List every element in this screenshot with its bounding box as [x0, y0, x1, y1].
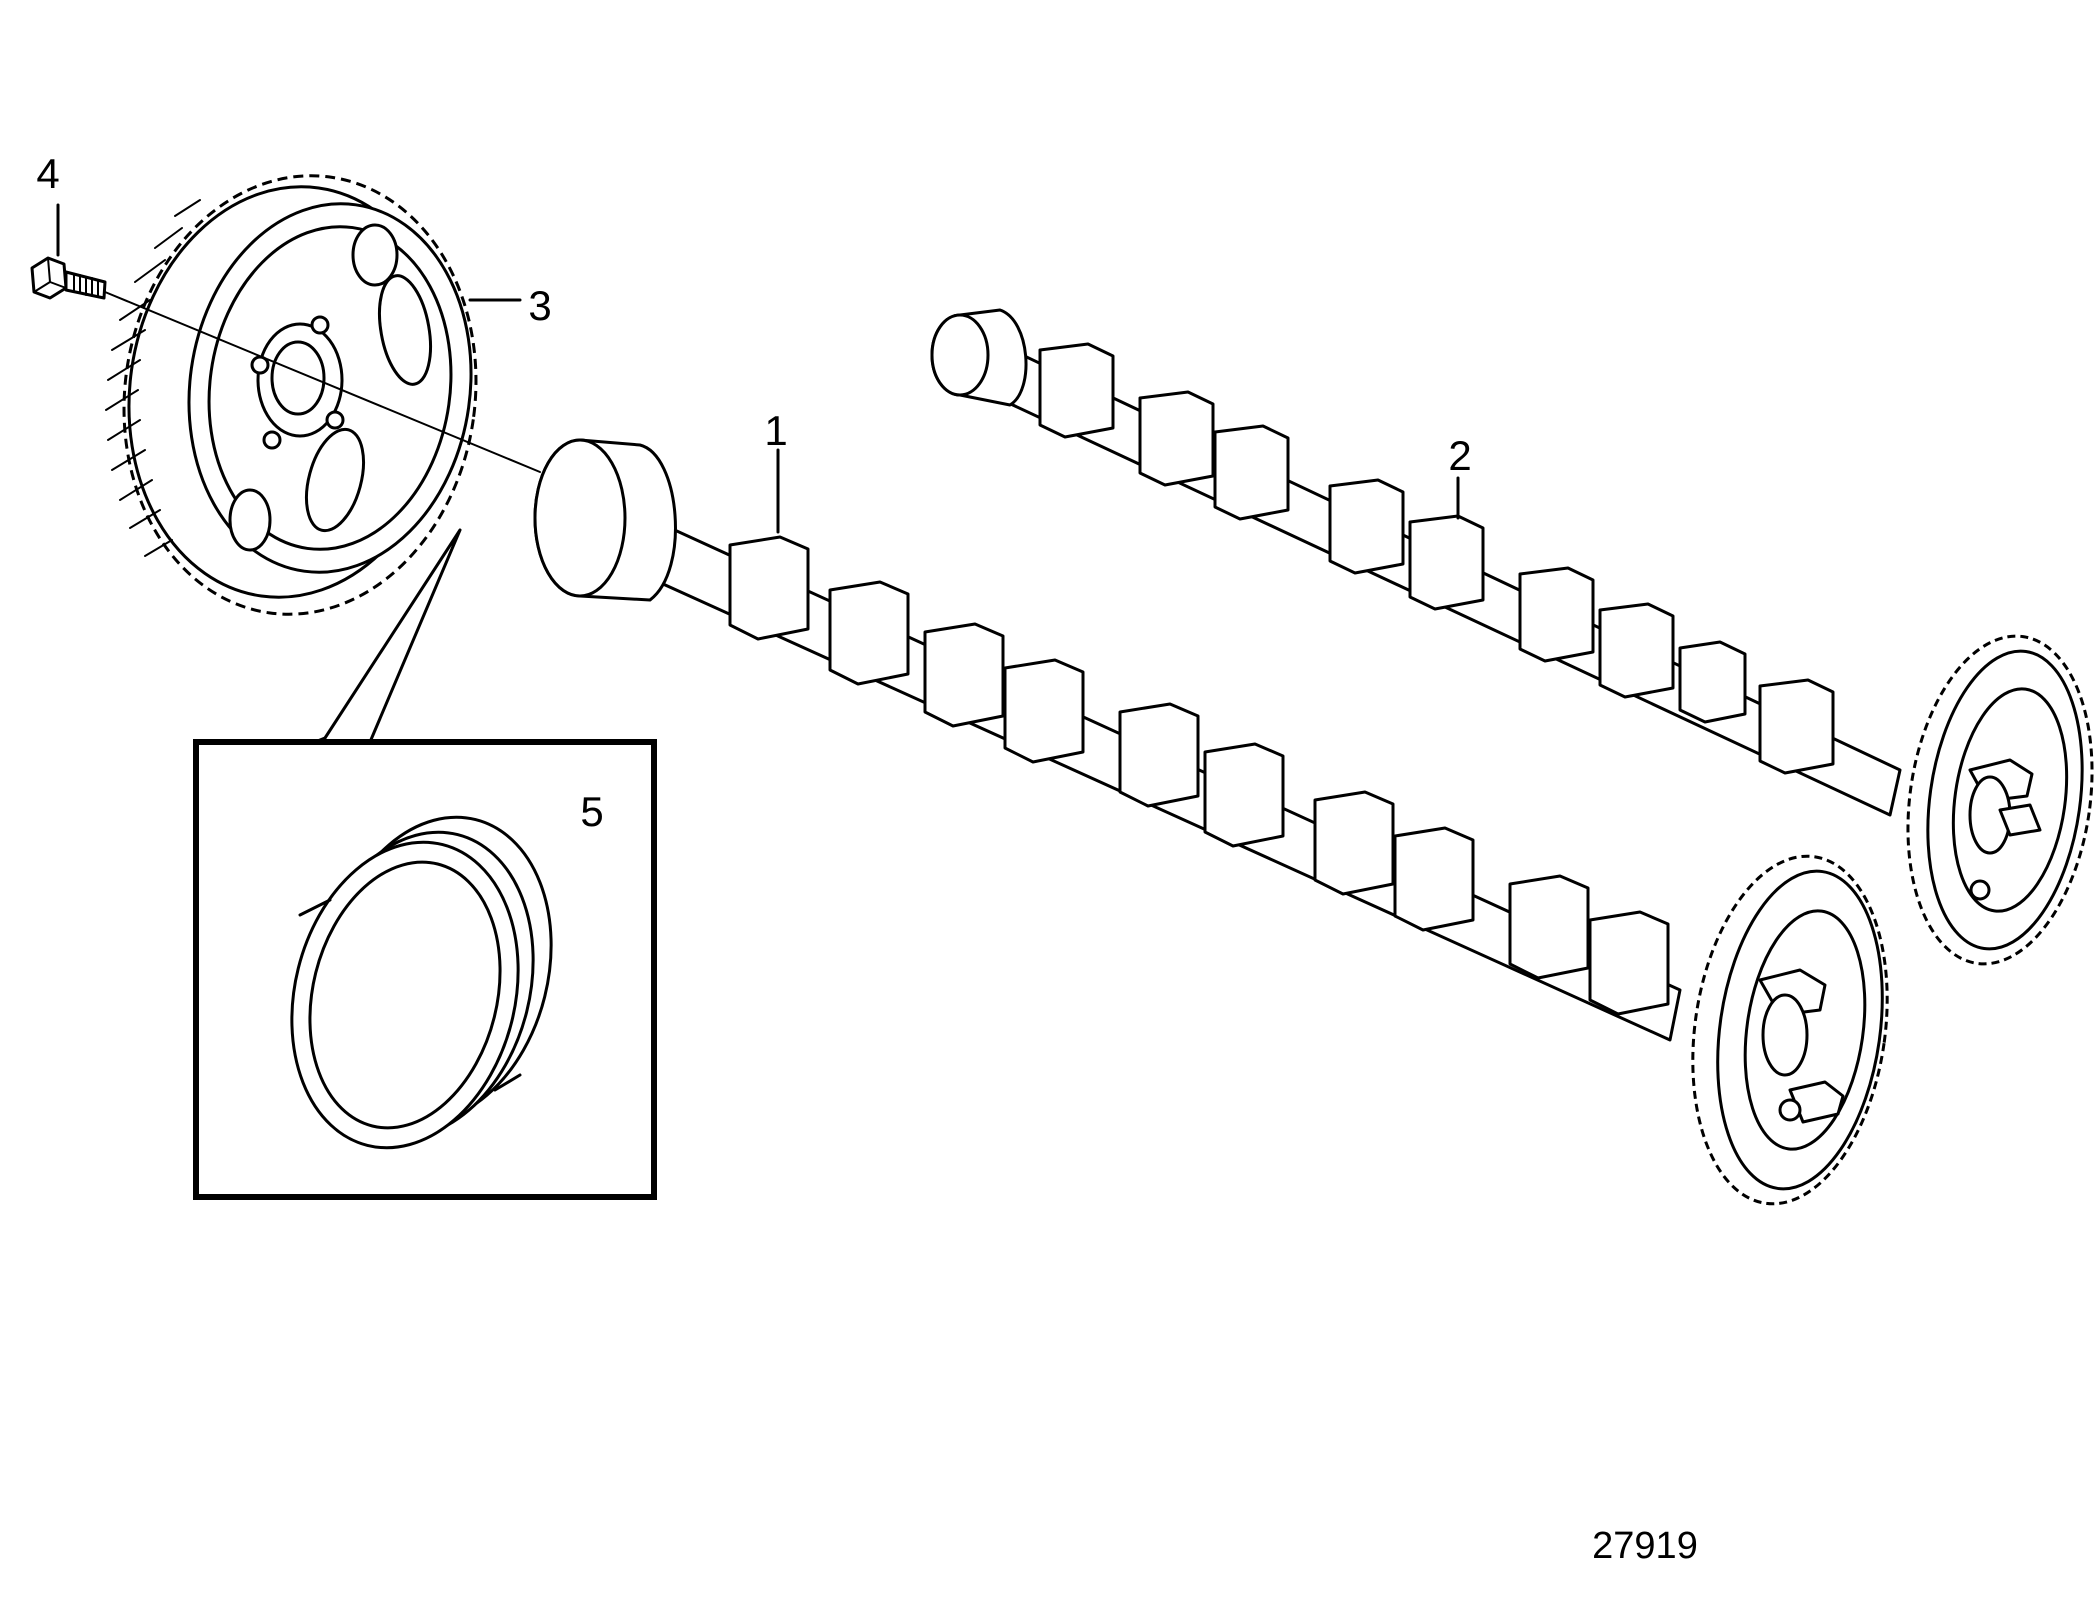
- seal-ring: [290, 815, 553, 1150]
- assembly-axis-line: [104, 291, 541, 473]
- document-number: 27919: [1592, 1525, 1698, 1567]
- camshaft-sprocket: [105, 174, 478, 616]
- callout-4: 4: [36, 150, 59, 197]
- callout-3: 3: [528, 282, 551, 329]
- callout-2: 2: [1448, 432, 1471, 479]
- callout-5: 5: [580, 788, 603, 835]
- seal-detail-inset: [193, 528, 657, 1200]
- camshaft-1: [533, 438, 1889, 1206]
- sprocket-bolt: [30, 256, 107, 300]
- callout-1: 1: [764, 407, 787, 454]
- camshaft-2: [930, 308, 2094, 966]
